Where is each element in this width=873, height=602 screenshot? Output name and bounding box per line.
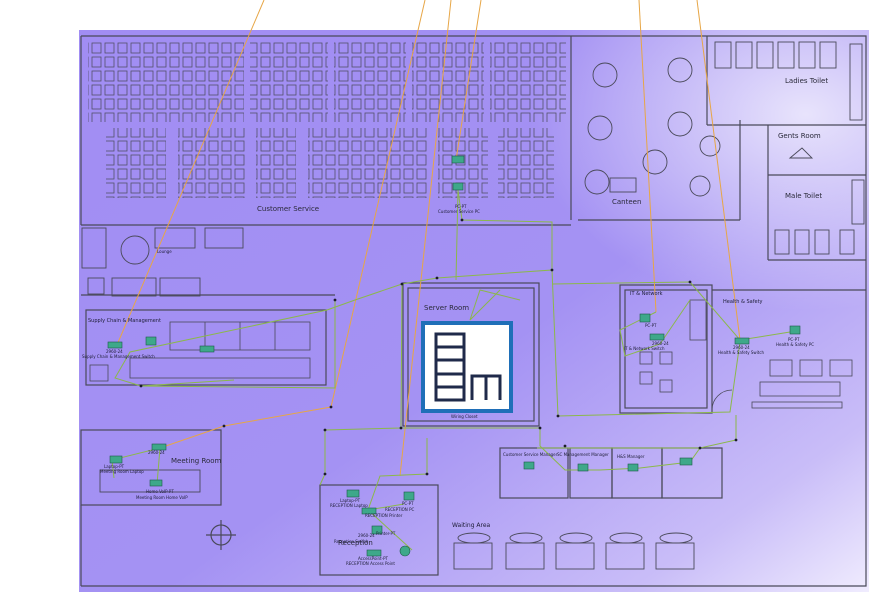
device-label-it-switch-name: IT & Network Switch <box>624 346 665 351</box>
device-label-hs-switch-name: Health & Safety Switch <box>718 350 765 355</box>
device-label-reception-pc: PC-PT <box>402 501 414 506</box>
room-label-customer-service: Customer Service <box>257 205 320 213</box>
toilet-fixtures <box>714 41 865 255</box>
device-label-reception-ap: AccessPoint-PT <box>358 556 388 561</box>
device-label-it-switch: 2960-24 <box>652 341 669 346</box>
device-label-reception-switch: 2960-24 <box>358 533 375 538</box>
device-label-meeting-laptop: Laptop-PT <box>104 464 125 469</box>
room-label-gents-room: Gents Room <box>778 132 821 140</box>
room-label-supply-chain-manager: SC Management Manager <box>557 452 609 457</box>
device-label-reception-printer: Printer-PT <box>376 531 396 536</box>
uplink-cables <box>116 0 741 477</box>
room-label-hse-manager: H&S Manager <box>617 454 645 459</box>
device-label-sc-switch: 2960-24 <box>106 349 123 354</box>
device-label-meeting-voip-name: Meeting Room Home VoIP <box>136 495 188 500</box>
device-label-reception-switch-name: Reception Switch <box>334 539 369 544</box>
device-label-it-pc: PC-PT <box>645 323 657 328</box>
device-label-cs-pc: PC-PT <box>455 204 467 209</box>
canteen-tables <box>584 57 721 197</box>
device-label-reception-pc-name: RECEPTION PC <box>385 507 415 512</box>
office-desks <box>639 299 853 411</box>
device-label-hs-switch: 2960-24 <box>733 345 750 350</box>
device-label-meeting-voip: Home VoIP-PT <box>146 489 174 494</box>
room-label-health-safety: Health & Safety <box>723 299 763 305</box>
device-label-hs-pc: PC-PT <box>788 337 800 342</box>
network-devices <box>107 155 801 557</box>
device-label-hs-pc-name: Health & Safety PC <box>776 342 815 347</box>
room-label-server-room: Server Room <box>424 304 470 312</box>
device-label-cs-pc-name: Customer Service PC <box>438 209 480 214</box>
device-label-meeting-switch: 2960-24 <box>148 450 165 455</box>
device-label-reception-laptop-name: RECEPTION Laptop <box>330 503 368 508</box>
room-label-male-toilet: Male Toilet <box>785 192 823 200</box>
device-label-reception-ap-name: RECEPTION Access Point <box>346 561 395 566</box>
server-room-icon <box>421 321 513 413</box>
room-label-lounge: Lounge <box>157 249 172 254</box>
room-label-canteen: Canteen <box>612 198 642 206</box>
cable-junctions <box>139 218 738 476</box>
device-label-sc-switch-name: Supply Chain & Management Switch <box>82 354 155 359</box>
customer-service-desks <box>88 42 566 198</box>
room-label-reception: Reception <box>338 539 373 547</box>
device-label-reception-laptop: Laptop-PT <box>340 498 361 503</box>
room-label-supply-chain: Supply Chain & Management <box>88 318 161 324</box>
device-label-reception-printer-name: RECEPTION Printer <box>365 513 403 518</box>
room-label-customer-service-manager: Customer Service Manager <box>503 452 558 457</box>
room-label-meeting-room: Meeting Room <box>171 457 222 465</box>
room-label-waiting-area: Waiting Area <box>452 522 491 529</box>
room-label-it-network: IT & Network <box>630 291 663 297</box>
room-label-ladies-toilet: Ladies Toilet <box>785 77 829 85</box>
waiting-area-seats <box>99 469 695 570</box>
room-label-wiring-closet: Wiring Closet <box>451 414 478 419</box>
lounge-furniture <box>81 227 244 297</box>
device-label-meeting-laptop-name: Meeting Room Laptop <box>100 469 144 474</box>
walls <box>80 35 867 587</box>
